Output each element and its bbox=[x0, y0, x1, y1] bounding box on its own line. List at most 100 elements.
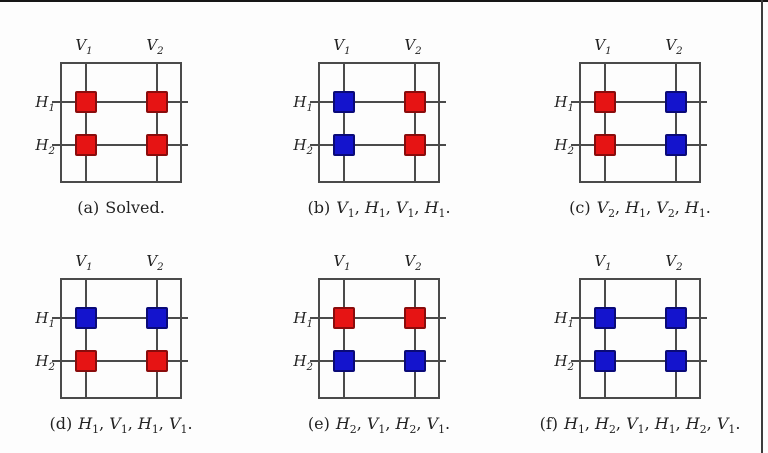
v1-label: V1 bbox=[594, 254, 611, 273]
v1-label: V1 bbox=[75, 252, 93, 273]
square-h1-v1 bbox=[594, 91, 616, 113]
move-token: V2 bbox=[404, 252, 422, 273]
page-top-edge bbox=[0, 0, 768, 2]
v2-line bbox=[675, 280, 677, 397]
square-h2-v2 bbox=[665, 350, 687, 372]
h1-label: H1 bbox=[554, 310, 574, 329]
square-h2-v1 bbox=[333, 350, 355, 372]
move-token: V1 bbox=[395, 198, 415, 221]
move-token: V1 bbox=[366, 414, 386, 437]
v2-line bbox=[675, 64, 677, 181]
move-token: V1 bbox=[336, 198, 355, 221]
move-token: V2 bbox=[665, 252, 683, 273]
square-h1-v2 bbox=[665, 307, 687, 329]
diagram-a: V1 V2 H1 H2 (a) Solved. bbox=[26, 30, 188, 217]
caption-label: (b) bbox=[307, 198, 331, 217]
move-token: H1 bbox=[424, 198, 446, 221]
move-token: H2 bbox=[35, 351, 55, 373]
h2-line bbox=[310, 360, 446, 362]
move-token: V1 bbox=[75, 252, 93, 273]
move-token: H1 bbox=[564, 414, 585, 437]
v2-label: V2 bbox=[146, 36, 164, 57]
square-h1-v1 bbox=[333, 91, 355, 113]
move-token: H1 bbox=[625, 198, 647, 221]
horizontal-line-labels: H1 H2 bbox=[26, 278, 60, 403]
square-h2-v2 bbox=[404, 134, 426, 156]
caption-label: (e) bbox=[307, 414, 330, 433]
caption-text: Solved. bbox=[105, 198, 165, 217]
square-h2-v2 bbox=[665, 134, 687, 156]
move-token: V2 bbox=[146, 252, 164, 273]
move-token: V1 bbox=[109, 414, 128, 437]
caption-text: H1, H2, V1, H1, H2, V1. bbox=[564, 414, 741, 437]
h1-line bbox=[571, 101, 707, 103]
h2-label: H2 bbox=[35, 351, 55, 373]
caption-text: V2, H1, V2, H1. bbox=[596, 198, 711, 221]
vertical-line-labels: V1 V2 bbox=[284, 246, 440, 278]
move-token: V1 bbox=[333, 252, 351, 273]
square-h1-v2 bbox=[404, 91, 426, 113]
v1-line bbox=[604, 280, 606, 397]
h2-line bbox=[52, 144, 188, 146]
diagram-f: V1 V2 H1 H2 (f) H1, H2, V1, H1, H2, V1. bbox=[540, 246, 741, 436]
move-token: H2 bbox=[293, 351, 313, 373]
move-token: H2 bbox=[685, 414, 707, 437]
v2-line bbox=[414, 64, 416, 181]
square-h2-v1 bbox=[75, 134, 97, 156]
h2-label: H2 bbox=[35, 135, 55, 157]
move-token: H2 bbox=[554, 135, 574, 157]
puzzle-box bbox=[571, 62, 707, 183]
move-token: H2 bbox=[335, 414, 357, 437]
move-token: H1 bbox=[78, 414, 100, 437]
square-h2-v1 bbox=[594, 350, 616, 372]
move-token: V2 bbox=[596, 198, 616, 221]
square-h1-v2 bbox=[404, 307, 426, 329]
vertical-line-labels: V1 V2 bbox=[545, 30, 701, 62]
diagram-caption: (a) Solved. bbox=[60, 199, 182, 217]
h1-label: H1 bbox=[293, 94, 313, 113]
square-h2-v1 bbox=[75, 350, 97, 372]
move-token: H2 bbox=[293, 135, 313, 157]
puzzle-box bbox=[52, 62, 188, 183]
diagram-caption: (d) H1, V1, H1, V1. bbox=[49, 414, 192, 437]
v2-label: V2 bbox=[665, 38, 682, 57]
square-h1-v1 bbox=[75, 91, 97, 113]
move-token: V2 bbox=[146, 36, 164, 57]
move-token: H2 bbox=[35, 135, 55, 157]
move-token: V1 bbox=[333, 36, 351, 57]
vertical-line-labels: V1 V2 bbox=[26, 246, 182, 278]
caption-label: (c) bbox=[569, 198, 591, 217]
h2-label: H2 bbox=[554, 135, 574, 157]
move-token: H1 bbox=[364, 198, 386, 221]
v1-label: V1 bbox=[594, 38, 611, 57]
square-h1-v2 bbox=[146, 307, 168, 329]
horizontal-line-labels: H1 H2 bbox=[284, 278, 318, 403]
v2-line bbox=[156, 64, 158, 181]
h2-line bbox=[310, 144, 446, 146]
move-token: H1 bbox=[293, 308, 313, 330]
puzzle-box bbox=[52, 278, 188, 399]
move-token: H2 bbox=[554, 351, 574, 373]
v1-line bbox=[604, 64, 606, 181]
caption-label: (a) bbox=[77, 198, 100, 217]
v2-line bbox=[414, 280, 416, 397]
v1-label: V1 bbox=[333, 252, 351, 273]
v1-line bbox=[85, 280, 87, 397]
vertical-line-labels: V1 V2 bbox=[545, 246, 701, 278]
move-token: V1 bbox=[626, 414, 645, 437]
square-h1-v2 bbox=[146, 91, 168, 113]
v1-label: V1 bbox=[75, 38, 92, 57]
square-h2-v1 bbox=[333, 134, 355, 156]
square-h2-v2 bbox=[146, 134, 168, 156]
diagram-d: V1 V2 H1 H2 (d) H1, V1, H1, V1. bbox=[26, 246, 192, 437]
diagram-caption: (f) H1, H2, V1, H1, H2, V1. bbox=[540, 415, 741, 435]
h2-line bbox=[571, 144, 707, 146]
caption-label: (d) bbox=[49, 414, 73, 433]
square-h2-v2 bbox=[146, 350, 168, 372]
square-h2-v1 bbox=[594, 134, 616, 156]
h2-label: H2 bbox=[293, 351, 313, 373]
h2-label: H2 bbox=[554, 351, 574, 373]
v1-line bbox=[85, 64, 87, 181]
h1-line bbox=[571, 317, 707, 319]
